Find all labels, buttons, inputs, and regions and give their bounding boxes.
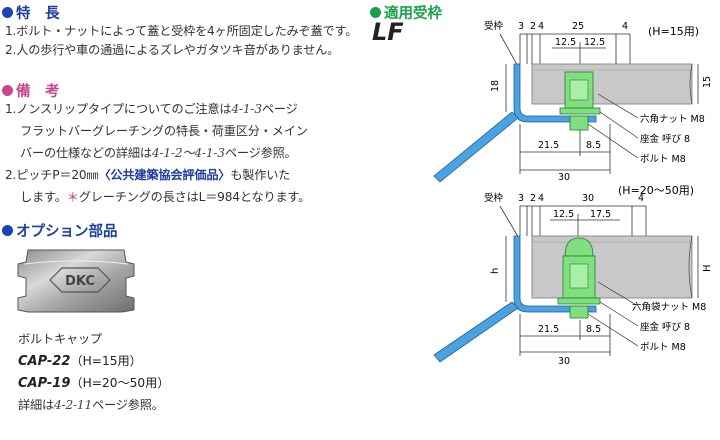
dim-text: H	[702, 264, 713, 272]
dim-text: 8.5	[586, 140, 601, 151]
cap-name: ボルトキャップ	[18, 332, 102, 346]
bullet-icon	[370, 7, 381, 18]
note-line-1: 1.ノンスリップタイプについてのご注意は4-1-3ページ	[5, 102, 298, 116]
feature-item-2: 2.人の歩行や車の通過によるズレやガタツキ音がありません。	[5, 43, 340, 57]
heading-text: (H=20～50用)	[618, 184, 694, 197]
frame-label: 受枠	[484, 192, 504, 204]
page-ref: 4-2-11	[53, 398, 93, 412]
dim-text: 3	[518, 21, 524, 32]
callout-cap-nut: 六角袋ナット M8	[632, 301, 706, 313]
dim-text: 8.5	[586, 324, 601, 335]
dim-text: 12.5	[553, 209, 574, 220]
note-line-5: します。＊グレーチングの長さはL＝984となります。	[20, 190, 311, 204]
dim-text: 15	[702, 76, 713, 88]
dim-text: 12.5	[584, 37, 605, 48]
callout-bolt: ボルト M8	[640, 342, 686, 353]
dim-text: 17.5	[590, 209, 611, 220]
dim-text: 18	[490, 80, 501, 92]
bolt-cap-image: DKC	[17, 249, 135, 313]
callout-washer: 座金 呼び 8	[640, 133, 690, 145]
dim-text: 30	[558, 356, 570, 367]
asterisk-icon: ＊	[66, 190, 79, 204]
dim-text: 12.5	[555, 37, 576, 48]
note-line-4: 2.ピッチP＝20㎜〈公共建築協会評価品〉も製作いた	[5, 168, 291, 182]
dim-text: 21.5	[538, 324, 559, 335]
dim-text: 4	[538, 21, 544, 32]
frame-title: 適用受枠	[370, 2, 442, 23]
dim-text: 3	[518, 193, 524, 204]
bullet-icon	[2, 7, 13, 18]
options-title: オプション部品	[2, 220, 118, 241]
notes-title: 備 考	[2, 80, 60, 101]
dim-text: 30	[558, 172, 570, 183]
dim-text: 30	[582, 193, 594, 204]
cap-model-2: CAP-19（H=20～50用）	[18, 376, 170, 391]
dim-text: 4	[538, 193, 544, 204]
cap-logo-text: DKC	[65, 274, 95, 289]
diagram-h20-50: (H=20～50用) 受枠 3 2 4 30 4 12.5 17.5 H h 六…	[433, 184, 713, 367]
frame-label: 受枠	[484, 20, 504, 32]
certified-label: 〈公共建築協会評価品〉	[98, 168, 231, 182]
dim-text: 21.5	[538, 140, 559, 151]
note-line-2: フラットバーグレーチングの特長・荷重区分・メイン	[20, 124, 308, 138]
diagram-h15: 受枠 3 2 4 25 4 (H=15用) 12.5 12.5 15 18 六角…	[433, 20, 713, 183]
feature-item-1: 1.ボルト・ナットによって蓋と受枠を4ヶ所固定したみぞ蓋です。	[5, 24, 358, 38]
callout-nut: 六角ナット M8	[640, 113, 705, 125]
dim-text: 2	[530, 21, 536, 32]
bullet-icon	[2, 225, 13, 236]
frame-model: LF	[372, 18, 404, 46]
heading-text: (H=15用)	[648, 25, 699, 38]
dim-text: h	[490, 268, 501, 274]
cap-ref: 詳細は4-2-11ページ参照。	[18, 398, 164, 412]
page-ref: 4-1-3	[231, 102, 262, 116]
bullet-icon	[2, 85, 13, 96]
dim-text: 25	[572, 21, 584, 32]
note-line-3: バーの仕様などの詳細は4-1-2～4-1-3ページ参照。	[20, 146, 297, 160]
cap-model-1: CAP-22（H=15用）	[18, 354, 142, 369]
dim-text: 4	[638, 193, 644, 204]
page-ref: 4-1-2～4-1-3	[151, 146, 225, 160]
dim-text: 4	[622, 21, 628, 32]
callout-washer: 座金 呼び 8	[640, 321, 690, 333]
dim-text: 2	[530, 193, 536, 204]
features-title: 特 長	[2, 2, 60, 23]
callout-bolt: ボルト M8	[640, 154, 686, 165]
